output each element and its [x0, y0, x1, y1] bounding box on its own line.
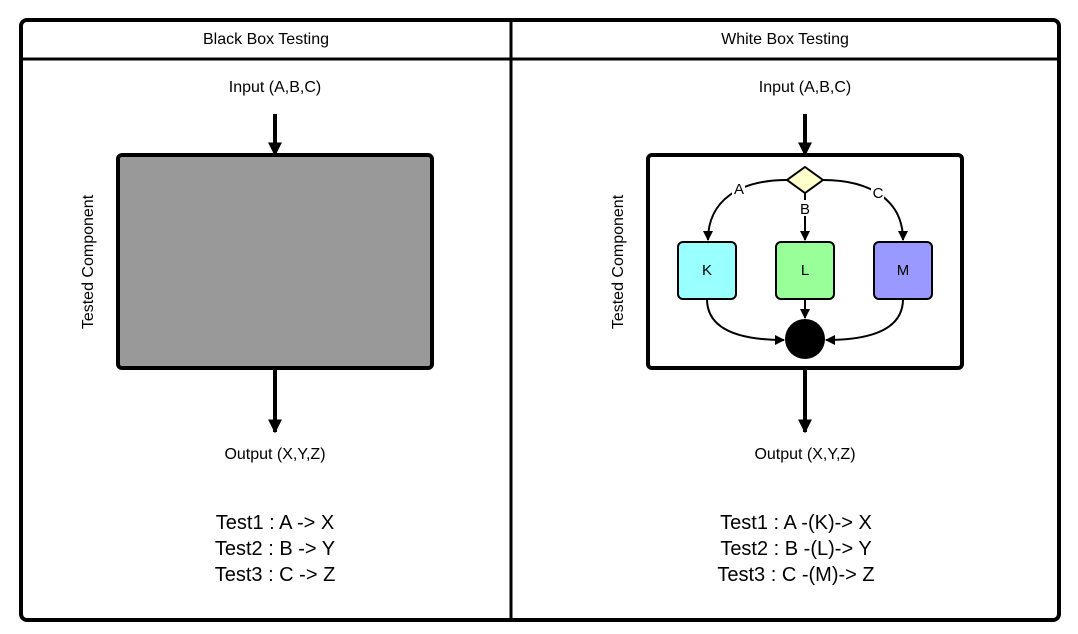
edge-b-label: B: [800, 201, 810, 218]
white-box-test-3: Test3 : C -(M)-> Z: [717, 564, 874, 586]
black-box-title: Black Box Testing: [203, 31, 329, 48]
edge-a-label: A: [734, 181, 744, 198]
node-m-label: M: [897, 262, 910, 279]
edge-c-label: C: [873, 185, 884, 202]
black-box-input-label: Input (A,B,C): [229, 79, 321, 96]
white-box-test-2: Test2 : B -(L)-> Y: [720, 538, 871, 560]
edge-a: [703, 179, 788, 241]
black-box-output-label: Output (X,Y,Z): [224, 446, 325, 463]
edge-c-label-bg: [871, 184, 884, 200]
black-box-component: [116, 153, 434, 370]
edge-a-label-bg: [732, 180, 745, 196]
white-box-title: White Box Testing: [721, 31, 849, 48]
black-box-test-1: Test1 : A -> X: [216, 512, 334, 534]
node-l-label: L: [801, 262, 809, 279]
edge-k-merge: [706, 298, 785, 345]
white-box-panel: White Box Testing Input (A,B,C) Tested C…: [610, 31, 964, 586]
white-box-output-label: Output (X,Y,Z): [754, 446, 855, 463]
edge-b-label-bg: [798, 200, 812, 216]
merge-node: [785, 319, 825, 359]
black-box-test-3: Test3 : C -> Z: [215, 564, 336, 586]
black-box-panel: Black Box Testing Input (A,B,C) Tested C…: [80, 31, 434, 586]
white-box-side-label: Tested Component: [610, 194, 627, 329]
black-box-test-2: Test2 : B -> Y: [215, 538, 335, 560]
node-k-label: K: [702, 262, 712, 279]
edge-m-merge: [825, 298, 904, 345]
black-box-side-label: Tested Component: [80, 194, 97, 329]
white-box-test-1: Test1 : A -(K)-> X: [720, 512, 872, 534]
white-box-input-label: Input (A,B,C): [759, 79, 851, 96]
